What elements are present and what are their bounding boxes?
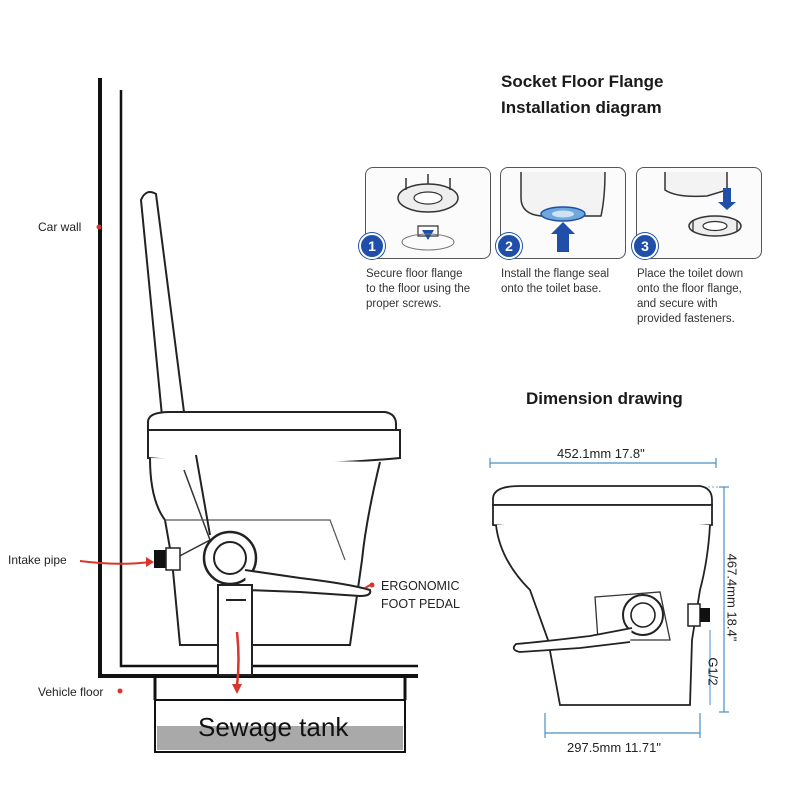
dimension-width-top: 452.1mm 17.8" (557, 446, 645, 461)
installation-title-line2: Installation diagram (501, 98, 662, 117)
dimension-title: Dimension drawing (526, 389, 683, 408)
foot-pedal-label-line2: FOOT PEDAL (381, 597, 460, 611)
vehicle-floor-label: Vehicle floor (38, 685, 104, 699)
place-toilet-icon (664, 172, 742, 237)
floor-flange-icon (397, 174, 459, 251)
dimension-width-bottom: 297.5mm 11.71" (567, 740, 661, 755)
step-1-badge: 1 (359, 233, 385, 259)
step-2-caption: Install the flange seal onto the toilet … (501, 268, 610, 295)
car-wall-label: Car wall (38, 220, 82, 234)
step-1-caption: Secure floor flange to the floor using t… (366, 268, 471, 310)
step-3-caption: Place the toilet down onto the floor fla… (637, 268, 744, 325)
step-3-badge: 3 (632, 233, 658, 259)
step-2-badge: 2 (496, 233, 522, 259)
step-1-panel (365, 167, 491, 259)
dimension-pipe-thread: G1/2 (705, 657, 721, 686)
foot-pedal-label-line1: ERGONOMIC (381, 579, 460, 593)
flange-seal-icon (520, 171, 606, 252)
sewage-tank-label: Sewage tank (198, 712, 349, 742)
installation-title-line1: Socket Floor Flange (501, 72, 664, 91)
intake-pipe-label: Intake pipe (8, 553, 67, 567)
dimension-height: 467.4mm 18.4" (724, 553, 740, 642)
